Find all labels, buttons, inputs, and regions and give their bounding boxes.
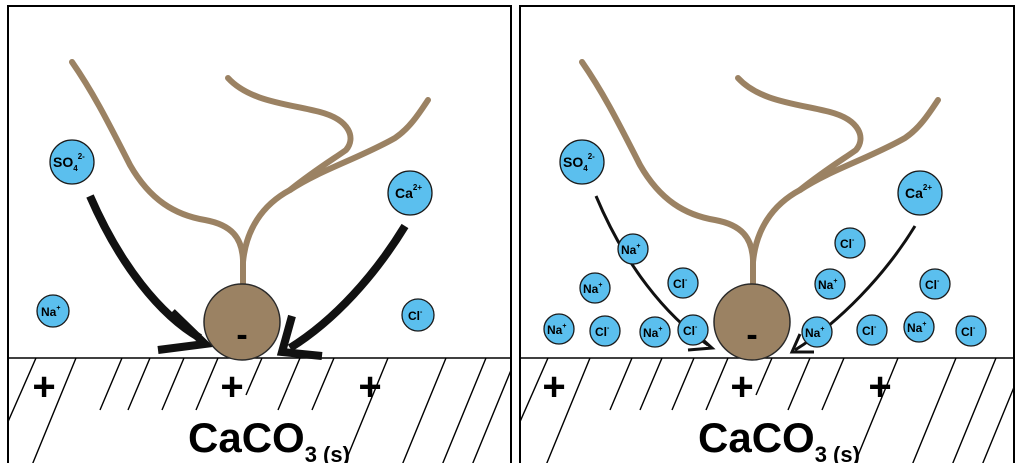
svg-text:Na+: Na+	[818, 278, 837, 292]
right-surface-charge-2: +	[730, 365, 753, 409]
ion-chloride: Cl-	[834, 227, 866, 259]
left-surface-formula: CaCO3 (s)	[188, 414, 350, 463]
ion-calcium: Ca2+	[387, 170, 433, 216]
ion-sodium: Na+	[579, 272, 611, 304]
left-arrow-calcium	[287, 223, 409, 352]
ion-sodium: Na+	[639, 316, 671, 348]
svg-text:Na+: Na+	[805, 326, 824, 340]
ion-sodium: Na+	[543, 313, 575, 345]
svg-text:Cl-: Cl-	[840, 237, 855, 251]
left-substrate-hatch	[8, 358, 511, 463]
ion-sodium: Na+	[36, 294, 70, 328]
ion-chloride: Cl-	[856, 314, 888, 346]
ion-chloride: Cl-	[955, 315, 987, 347]
svg-text:Na+: Na+	[907, 321, 926, 335]
right-panel-border	[519, 5, 1015, 463]
left-polymer-chain	[69, 59, 431, 293]
right-surface-charge-1: +	[542, 365, 565, 409]
left-panel: - + + + CaCO3 (s) SO42- Ca2+ Na+ Cl-	[7, 5, 512, 463]
left-surface-charge-2: +	[220, 365, 243, 409]
right-panel: - + + + CaCO3 (s) SO42- Ca2+ Na+ Cl- Na+…	[519, 5, 1015, 463]
right-arrowhead-calcium	[789, 333, 814, 354]
left-surface-charge-1: +	[32, 365, 55, 409]
svg-text:Na+: Na+	[621, 243, 640, 257]
svg-text:Cl-: Cl-	[862, 324, 877, 338]
ion-sulfate: SO42-	[559, 139, 605, 185]
svg-text:Na+: Na+	[583, 282, 602, 296]
right-surface-formula: CaCO3 (s)	[698, 414, 860, 463]
svg-text:Cl-: Cl-	[925, 278, 940, 292]
right-substrate-hatch	[520, 358, 1014, 463]
ion-chloride: Cl-	[919, 268, 951, 300]
left-surface-charge-3: +	[358, 365, 381, 409]
ion-sulfate: SO42-	[49, 139, 95, 185]
svg-text:Cl-: Cl-	[673, 277, 688, 291]
svg-text:Na+: Na+	[643, 326, 662, 340]
right-polymer-chain	[579, 59, 941, 293]
svg-text:SO42-: SO42-	[563, 152, 595, 173]
svg-text:Cl-: Cl-	[595, 325, 610, 339]
svg-text:Na+: Na+	[41, 305, 60, 319]
right-particle	[713, 283, 791, 361]
svg-text:Cl-: Cl-	[683, 324, 698, 338]
ion-calcium: Ca2+	[897, 170, 943, 216]
right-surface-charge-3: +	[868, 365, 891, 409]
ion-sodium: Na+	[617, 233, 649, 265]
left-arrowhead-sulfate	[157, 309, 214, 354]
left-arrows	[86, 194, 409, 360]
svg-text:Cl-: Cl-	[961, 325, 976, 339]
svg-text:Na+: Na+	[547, 323, 566, 337]
svg-text:Ca2+: Ca2+	[905, 183, 932, 201]
ion-chloride: Cl-	[677, 314, 709, 346]
ion-chloride: Cl-	[401, 298, 435, 332]
left-arrowhead-calcium	[276, 314, 323, 360]
ion-chloride: Cl-	[667, 267, 699, 299]
right-particle-charge: -	[746, 316, 757, 354]
left-panel-border	[7, 5, 512, 463]
ion-sodium: Na+	[801, 316, 833, 348]
ion-sodium: Na+	[814, 268, 846, 300]
ion-chloride: Cl-	[589, 315, 621, 347]
svg-text:SO42-: SO42-	[53, 152, 85, 173]
svg-text:Ca2+: Ca2+	[395, 183, 422, 201]
left-particle-charge: -	[236, 316, 247, 354]
ion-sodium: Na+	[903, 311, 935, 343]
svg-text:Cl-: Cl-	[408, 309, 423, 323]
left-particle	[203, 283, 281, 361]
